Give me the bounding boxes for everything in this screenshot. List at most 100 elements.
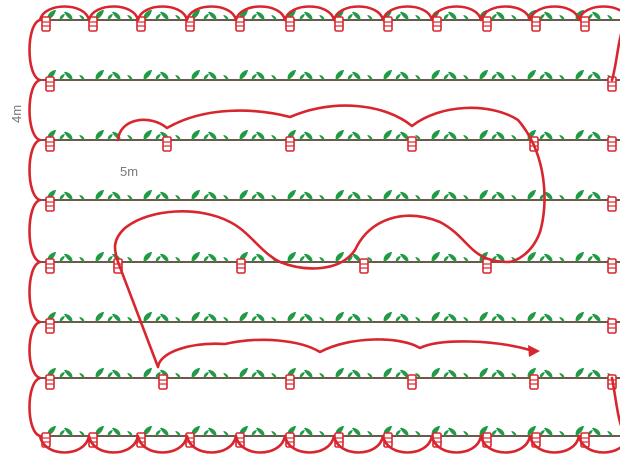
leaf-icon xyxy=(491,134,497,140)
leaf-icon xyxy=(208,313,217,322)
plant-row xyxy=(40,368,620,379)
leaf-icon xyxy=(223,373,229,378)
leaf-icon xyxy=(383,368,392,378)
leaf-icon xyxy=(239,190,248,200)
leaf-icon xyxy=(544,253,553,262)
leaf-icon xyxy=(304,253,313,262)
trap-marker xyxy=(285,374,295,390)
trap-marker xyxy=(432,16,442,32)
leaf-icon xyxy=(203,430,209,436)
leaf-icon xyxy=(251,134,257,140)
leaf-icon xyxy=(95,426,104,436)
leaf-icon xyxy=(431,70,440,80)
leaf-icon xyxy=(143,426,152,436)
leaf-icon xyxy=(383,130,392,140)
leaf-icon xyxy=(107,430,113,436)
leaf-icon xyxy=(203,74,209,80)
leaf-icon xyxy=(95,190,104,200)
trap-spacing-label: 5m xyxy=(120,164,138,179)
trap-marker xyxy=(236,258,246,274)
leaf-icon xyxy=(175,195,181,200)
leaf-icon xyxy=(143,130,152,140)
leaf-icon xyxy=(491,194,497,200)
leaf-icon xyxy=(95,368,104,378)
leaf-icon xyxy=(431,368,440,378)
leaf-icon xyxy=(127,195,133,200)
trap-marker xyxy=(45,136,55,152)
leaf-icon xyxy=(527,190,536,200)
leaf-icon xyxy=(496,313,505,322)
leaf-icon xyxy=(79,317,85,322)
leaf-icon xyxy=(79,75,85,80)
leaf-icon xyxy=(544,313,553,322)
trap-marker xyxy=(45,374,55,390)
leaf-icon xyxy=(319,257,325,262)
leaf-icon xyxy=(304,71,313,80)
leaf-icon xyxy=(107,74,113,80)
leaf-icon xyxy=(335,190,344,200)
leaf-icon xyxy=(208,11,217,20)
leaf-icon xyxy=(352,131,361,140)
leaf-icon xyxy=(448,253,457,262)
leaf-icon xyxy=(463,257,469,262)
leaf-icon xyxy=(79,15,85,20)
leaf-icon xyxy=(479,368,488,378)
leaf-icon xyxy=(335,312,344,322)
leaf-icon xyxy=(223,195,229,200)
leaf-icon xyxy=(64,71,73,80)
leaf-icon xyxy=(287,312,296,322)
inner-route-lower xyxy=(116,260,532,369)
leaf-icon xyxy=(559,257,565,262)
leaf-icon xyxy=(352,313,361,322)
leaf-icon xyxy=(587,194,593,200)
leaf-icon xyxy=(239,70,248,80)
leaf-icon xyxy=(64,131,73,140)
leaf-icon xyxy=(79,195,85,200)
plant-row xyxy=(40,252,620,263)
leaf-icon xyxy=(511,135,517,140)
outer-route-path xyxy=(28,5,620,454)
leaf-icon xyxy=(107,14,113,20)
leaf-icon xyxy=(304,313,313,322)
leaf-icon xyxy=(539,316,545,322)
leaf-icon xyxy=(463,317,469,322)
leaf-icon xyxy=(191,368,200,378)
leaf-icon xyxy=(191,190,200,200)
leaf-icon xyxy=(191,252,200,262)
leaf-icon xyxy=(415,257,421,262)
leaf-icon xyxy=(203,316,209,322)
leaf-icon xyxy=(59,74,65,80)
leaf-icon xyxy=(352,191,361,200)
leaf-icon xyxy=(367,195,373,200)
leaf-icon xyxy=(347,134,353,140)
crop-rows xyxy=(40,10,620,437)
leaf-icon xyxy=(592,191,601,200)
leaf-icon xyxy=(539,74,545,80)
leaf-icon xyxy=(443,372,449,378)
leaf-icon xyxy=(347,316,353,322)
leaf-icon xyxy=(304,369,313,378)
leaf-icon xyxy=(443,256,449,262)
trap-marker xyxy=(45,196,55,212)
leaf-icon xyxy=(299,430,305,436)
leaf-icon xyxy=(479,70,488,80)
leaf-icon xyxy=(400,369,409,378)
leaf-icon xyxy=(511,317,517,322)
leaf-icon xyxy=(95,70,104,80)
leaf-icon xyxy=(155,74,161,80)
leaf-icon xyxy=(511,373,517,378)
leaf-icon xyxy=(107,134,113,140)
leaf-icon xyxy=(448,71,457,80)
leaf-icon xyxy=(64,191,73,200)
leaf-icon xyxy=(496,191,505,200)
leaf-icon xyxy=(271,195,277,200)
plant-row xyxy=(40,312,620,323)
leaf-icon xyxy=(443,430,449,436)
leaf-icon xyxy=(491,430,497,436)
leaf-icon xyxy=(395,430,401,436)
leaf-icon xyxy=(95,130,104,140)
leaf-icon xyxy=(143,252,152,262)
leaf-icon xyxy=(79,257,85,262)
leaf-icon xyxy=(575,312,584,322)
